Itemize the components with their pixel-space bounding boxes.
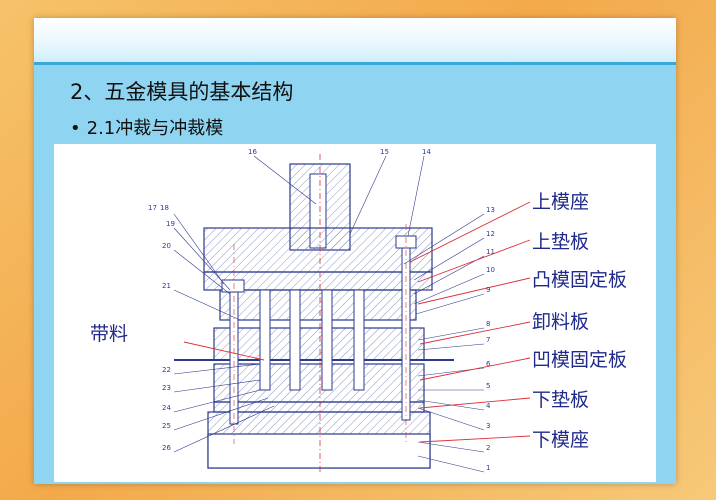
- die-structure-drawing: 16 15 14 17 18 19 20 21 13 12 11 10 9 8 …: [90, 148, 627, 474]
- punch-retainer-shape: [219, 289, 417, 321]
- title-band-divider: [34, 62, 676, 65]
- svg-text:2: 2: [486, 444, 490, 452]
- label-upper-backing-plate: 上垫板: [532, 231, 589, 253]
- bullet-dot-icon: •: [70, 118, 81, 139]
- svg-text:13: 13: [486, 206, 495, 214]
- label-strip: 带料: [90, 323, 128, 345]
- title-band: [34, 18, 676, 62]
- bullet-text: 2.1冲裁与冲裁模: [86, 118, 224, 139]
- part-number-labels: 16 15 14 17 18 19 20 21 13 12 11 10 9 8 …: [148, 148, 495, 472]
- svg-text:24: 24: [162, 404, 171, 412]
- label-punch-retainer: 凸模固定板: [532, 269, 627, 291]
- label-lower-die-base: 下模座: [532, 429, 589, 451]
- svg-text:19: 19: [166, 220, 175, 228]
- svg-text:17: 17: [148, 204, 157, 212]
- label-lower-backing-plate: 下垫板: [532, 389, 589, 411]
- slide: 2、五金模具的基本结构 •2.1冲裁与冲裁模: [34, 18, 676, 484]
- label-stripper-plate: 卸料板: [532, 311, 589, 333]
- svg-text:9: 9: [486, 286, 490, 294]
- svg-text:20: 20: [162, 242, 171, 250]
- screw-head-left: [221, 279, 245, 293]
- svg-text:25: 25: [162, 422, 171, 430]
- svg-text:14: 14: [422, 148, 431, 156]
- left-leaders: [173, 155, 425, 453]
- punch-2: [289, 289, 301, 391]
- svg-text:6: 6: [486, 360, 491, 368]
- upper-die-base-shape: [203, 227, 433, 273]
- svg-text:7: 7: [486, 336, 490, 344]
- svg-text:5: 5: [486, 382, 490, 390]
- svg-text:18: 18: [160, 204, 169, 212]
- die-retainer-shape: [213, 363, 425, 403]
- svg-text:15: 15: [380, 148, 389, 156]
- die-base-plinth: [207, 433, 431, 469]
- svg-text:12: 12: [486, 230, 495, 238]
- punch-4: [353, 289, 365, 391]
- label-upper-die-base: 上模座: [532, 191, 589, 213]
- svg-text:3: 3: [486, 422, 490, 430]
- slide-heading: 2、五金模具的基本结构: [70, 80, 294, 104]
- svg-text:26: 26: [162, 444, 171, 452]
- punch-3: [321, 289, 333, 391]
- svg-text:4: 4: [486, 402, 491, 410]
- die-structure-figure: 16 15 14 17 18 19 20 21 13 12 11 10 9 8 …: [54, 144, 656, 482]
- svg-text:23: 23: [162, 384, 171, 392]
- svg-text:22: 22: [162, 366, 171, 374]
- svg-text:16: 16: [248, 148, 257, 156]
- right-leaders: [403, 213, 485, 473]
- svg-text:8: 8: [486, 320, 490, 328]
- svg-text:10: 10: [486, 266, 495, 274]
- label-die-retainer: 凹模固定板: [532, 349, 627, 371]
- svg-text:1: 1: [486, 464, 490, 472]
- punch-1: [259, 289, 271, 391]
- bullet-item: •2.1冲裁与冲裁模: [70, 114, 223, 140]
- svg-text:21: 21: [162, 282, 171, 290]
- stripper-plate-shape: [213, 327, 425, 361]
- lower-backing-plate-shape: [213, 401, 425, 413]
- label-leaders: [183, 201, 531, 443]
- svg-text:11: 11: [486, 248, 495, 256]
